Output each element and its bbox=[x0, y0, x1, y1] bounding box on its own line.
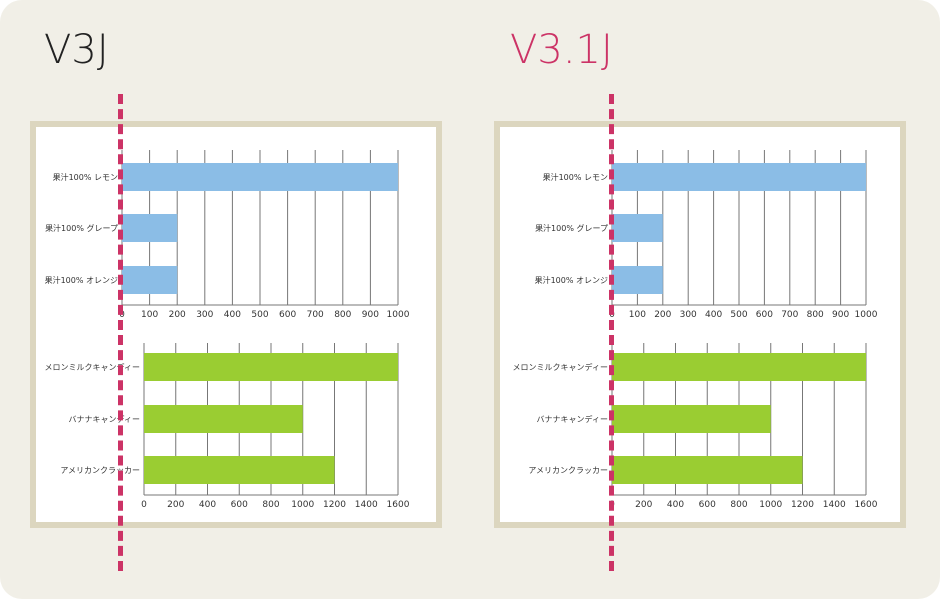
bar bbox=[144, 405, 303, 433]
category-label: 果汁100% オレンジ bbox=[45, 275, 118, 285]
category-label: アメリカンクラッカー bbox=[528, 466, 608, 475]
x-tick-label: 1600 bbox=[387, 500, 410, 510]
x-tick-label: 1000 bbox=[855, 310, 878, 320]
x-tick-label: 200 bbox=[167, 500, 184, 510]
bar bbox=[612, 163, 866, 191]
bar bbox=[612, 214, 663, 242]
x-tick-label: 800 bbox=[262, 500, 279, 510]
guide-line-v31j bbox=[609, 94, 614, 571]
x-tick-label: 200 bbox=[635, 500, 652, 510]
x-tick-label: 800 bbox=[807, 310, 824, 320]
bar bbox=[144, 353, 398, 381]
x-tick-label: 500 bbox=[730, 310, 747, 320]
category-label: 果汁100% レモン bbox=[543, 172, 608, 182]
x-tick-label: 100 bbox=[629, 310, 646, 320]
x-tick-label: 600 bbox=[231, 500, 248, 510]
category-label: メロンミルクキャンディー bbox=[45, 362, 140, 372]
x-tick-label: 300 bbox=[196, 310, 213, 320]
x-tick-label: 700 bbox=[307, 310, 324, 320]
version-title-v31j: V3.1J bbox=[510, 27, 613, 73]
x-tick-label: 700 bbox=[781, 310, 798, 320]
x-tick-label: 1600 bbox=[855, 500, 878, 510]
x-tick-label: 1400 bbox=[823, 500, 846, 510]
x-tick-label: 600 bbox=[756, 310, 773, 320]
category-label: バナナキャンディー bbox=[537, 414, 608, 424]
bar bbox=[144, 456, 335, 484]
x-tick-label: 1000 bbox=[291, 500, 314, 510]
x-tick-label: 900 bbox=[832, 310, 849, 320]
bar bbox=[612, 353, 866, 381]
category-label: 果汁100% レモン bbox=[53, 172, 118, 182]
x-tick-label: 200 bbox=[654, 310, 671, 320]
x-tick-label: 800 bbox=[730, 500, 747, 510]
bar bbox=[122, 266, 178, 294]
category-label: メロンミルクキャンディー bbox=[513, 362, 608, 372]
bar bbox=[612, 405, 771, 433]
bar bbox=[612, 266, 663, 294]
category-label: 果汁100% オレンジ bbox=[535, 275, 608, 285]
x-tick-label: 300 bbox=[680, 310, 697, 320]
x-tick-label: 400 bbox=[667, 500, 684, 510]
bar bbox=[122, 163, 398, 191]
x-tick-label: 1000 bbox=[759, 500, 782, 510]
guide-line-v3j bbox=[118, 94, 123, 571]
bar bbox=[612, 456, 803, 484]
x-tick-label: 400 bbox=[224, 310, 241, 320]
x-tick-label: 800 bbox=[334, 310, 351, 320]
x-tick-label: 1200 bbox=[323, 500, 346, 510]
category-label: バナナキャンディー bbox=[69, 414, 140, 424]
x-tick-label: 100 bbox=[141, 310, 158, 320]
x-tick-label: 1200 bbox=[791, 500, 814, 510]
x-tick-label: 600 bbox=[699, 500, 716, 510]
x-tick-label: 400 bbox=[199, 500, 216, 510]
bar bbox=[122, 214, 178, 242]
x-tick-label: 1000 bbox=[387, 310, 410, 320]
x-tick-label: 500 bbox=[251, 310, 268, 320]
x-tick-label: 0 bbox=[141, 500, 147, 510]
x-tick-label: 400 bbox=[705, 310, 722, 320]
x-tick-label: 200 bbox=[169, 310, 186, 320]
x-tick-label: 1400 bbox=[355, 500, 378, 510]
x-tick-label: 900 bbox=[362, 310, 379, 320]
category-label: 果汁100% グレープ bbox=[45, 223, 118, 233]
category-label: 果汁100% グレープ bbox=[535, 223, 608, 233]
category-label: アメリカンクラッカー bbox=[60, 466, 140, 475]
x-tick-label: 600 bbox=[279, 310, 296, 320]
version-title-v3j: V3J bbox=[44, 27, 109, 73]
